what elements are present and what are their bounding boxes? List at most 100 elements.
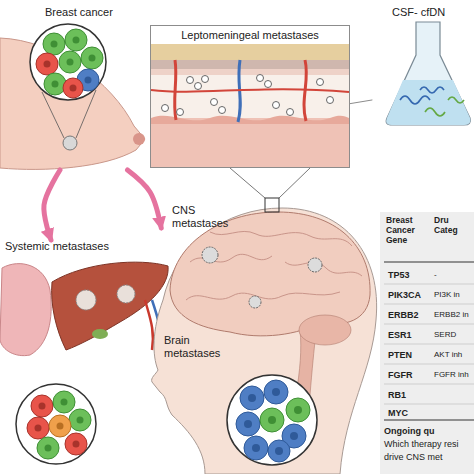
table-text: ERBB2 in: [434, 310, 472, 319]
tumor-cell: [27, 417, 49, 439]
tumor-cell: [81, 47, 103, 69]
brain-gyrus: [285, 262, 362, 276]
cell-nucleus: [67, 59, 74, 66]
tumor-cell: [53, 391, 75, 413]
table-rule: [384, 420, 474, 421]
zoom-line: [230, 168, 265, 198]
dura-layer: [151, 60, 349, 69]
tumor-cell: [244, 436, 268, 460]
tumor-cell: [257, 75, 264, 82]
cell-nucleus: [57, 423, 64, 430]
cell-nucleus: [61, 399, 68, 406]
tumor-cell: [211, 99, 218, 106]
table-text: SERD: [434, 330, 472, 339]
liver-metastasis: [117, 285, 135, 303]
table-text: PI3K in: [434, 290, 472, 299]
lung: [0, 264, 51, 356]
diagram-region: Breast cancer: [0, 2, 150, 170]
cell-nucleus: [77, 417, 84, 424]
table-text: AKT inh: [434, 350, 472, 359]
brain-gyrus: [210, 231, 352, 246]
table-rule: [384, 304, 474, 305]
tumor-cell: [327, 97, 334, 104]
table-panel: [380, 212, 474, 474]
tumor-cell: [44, 73, 66, 95]
table-rule: [384, 384, 474, 385]
region-label: Breast cancer: [45, 6, 145, 19]
cell-nucleus: [252, 444, 260, 452]
table-rule: [384, 324, 474, 325]
primary-tumor: [63, 136, 77, 150]
table-text: Ongoing qu: [384, 426, 472, 436]
flask: [386, 22, 470, 125]
region-label: Systemic metastases: [5, 240, 155, 253]
blood-vessel: [151, 89, 349, 92]
table-rule: [384, 344, 474, 345]
liver: [52, 262, 169, 350]
table-text: Which therapy resi: [384, 439, 472, 449]
liver-metastasis: [76, 290, 96, 310]
tumor-cell: [260, 408, 284, 432]
dna-fragment: [400, 96, 430, 104]
tumor-cell: [202, 76, 209, 83]
tumor-cell: [240, 386, 264, 410]
metastasis-arrow: [128, 170, 162, 228]
tumor-cell: [317, 79, 324, 86]
tumor-cell: [236, 412, 260, 436]
tumor-cell: [273, 102, 280, 109]
areola: [133, 133, 145, 145]
table-text: FGFR: [388, 370, 432, 380]
table-text: TP53: [388, 270, 432, 280]
table-rule: [384, 364, 474, 365]
tumor-cell: [286, 398, 310, 422]
cell-nucleus: [35, 425, 42, 432]
tumor-cell: [43, 33, 65, 55]
table-text: MYC: [388, 408, 432, 418]
arrow-label: CNS metastases: [172, 204, 234, 229]
tumor-cell: [268, 440, 290, 462]
cell-nucleus: [89, 55, 96, 62]
cerebellum: [299, 315, 351, 345]
table-text: -: [434, 270, 472, 279]
diagram-region: Leptomeningeal metastases: [150, 25, 350, 168]
tumor-cell: [65, 29, 87, 51]
tumor-cell: [36, 53, 58, 75]
table-rule: [384, 284, 474, 285]
flask-liquid: [386, 80, 470, 125]
dna-fragment: [448, 97, 464, 103]
blood-vessel: [304, 60, 306, 121]
region-label: Brain metastases: [164, 334, 222, 359]
table-text: Dru Categ: [434, 216, 464, 236]
tumor-cell: [49, 415, 71, 437]
cell-inset: [16, 384, 96, 464]
tumor-cell: [287, 109, 294, 116]
gallbladder: [92, 329, 108, 339]
cell-nucleus: [294, 406, 302, 414]
tumor-cell: [63, 78, 83, 98]
table-text: drive CNS met: [384, 452, 472, 462]
table-text: ERBB2: [388, 310, 432, 320]
tumor-cell: [31, 395, 53, 417]
zoom-square: [265, 198, 279, 212]
tumor-cell: [65, 433, 87, 455]
table-text: PIK3CA: [388, 290, 432, 300]
region-label: Leptomeningeal metastases: [151, 29, 349, 42]
dna-fragment: [420, 87, 444, 93]
tumor-cell: [187, 77, 194, 84]
diagram-region: Brain metastases: [150, 228, 375, 370]
cell-nucleus: [244, 420, 252, 428]
diagram-region: CSF- cfDN: [372, 0, 474, 125]
blood-vessel: [175, 60, 176, 120]
blood-vessel: [145, 300, 153, 350]
cell-nucleus: [272, 388, 280, 396]
table-rule: [384, 262, 474, 263]
pia-layer: [151, 116, 349, 124]
cell-nucleus: [52, 81, 59, 88]
tumor-cell: [219, 107, 226, 114]
dna-fragment: [425, 108, 445, 116]
tumor-cell: [177, 109, 184, 116]
diagram-region: Systemic metastases: [0, 240, 170, 355]
cell-nucleus: [268, 416, 276, 424]
